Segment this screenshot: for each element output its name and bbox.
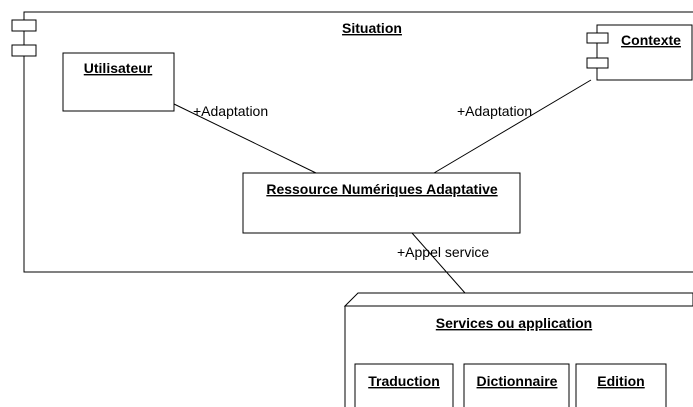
service-item-box [575, 363, 667, 407]
service-connector [411, 232, 466, 294]
contexte-box [596, 24, 693, 81]
service-item-label: Dictionnaire [477, 373, 558, 389]
node-top-face [343, 292, 693, 307]
service-connector-label: +Appel service [397, 244, 489, 260]
service-item-box [354, 363, 454, 407]
service-item-label: Traduction [368, 373, 440, 389]
contexte-connector-label: +Adaptation [457, 103, 532, 119]
utilisateur-connector [173, 103, 317, 174]
component-port-icon [11, 19, 37, 32]
ressource-class[interactable]: Ressource Numériques Adaptative [242, 172, 521, 234]
component-port-icon [11, 44, 37, 57]
service-item-edition[interactable]: Edition [575, 363, 667, 407]
services-title: Services ou application [436, 315, 592, 331]
contexte-title: Contexte [621, 32, 681, 48]
component-port-icon [586, 32, 609, 44]
service-item-box [463, 363, 570, 407]
utilisateur-box [62, 52, 175, 112]
service-item-label: Edition [597, 373, 644, 389]
ressource-box [242, 172, 521, 234]
ressource-title: Ressource Numériques Adaptative [266, 181, 498, 197]
utilisateur-title: Utilisateur [84, 60, 153, 76]
utilisateur-connector-label: +Adaptation [193, 103, 268, 119]
service-item-dictionnaire[interactable]: Dictionnaire [463, 363, 570, 407]
contexte-component[interactable]: Contexte [586, 24, 693, 81]
services-node[interactable]: Services ou application Traduction Dicti… [343, 292, 693, 407]
service-item-traduction[interactable]: Traduction [354, 363, 454, 407]
utilisateur-class[interactable]: Utilisateur [62, 52, 175, 112]
contexte-connector [433, 79, 592, 174]
component-port-icon [586, 57, 609, 69]
situation-title: Situation [342, 20, 402, 36]
